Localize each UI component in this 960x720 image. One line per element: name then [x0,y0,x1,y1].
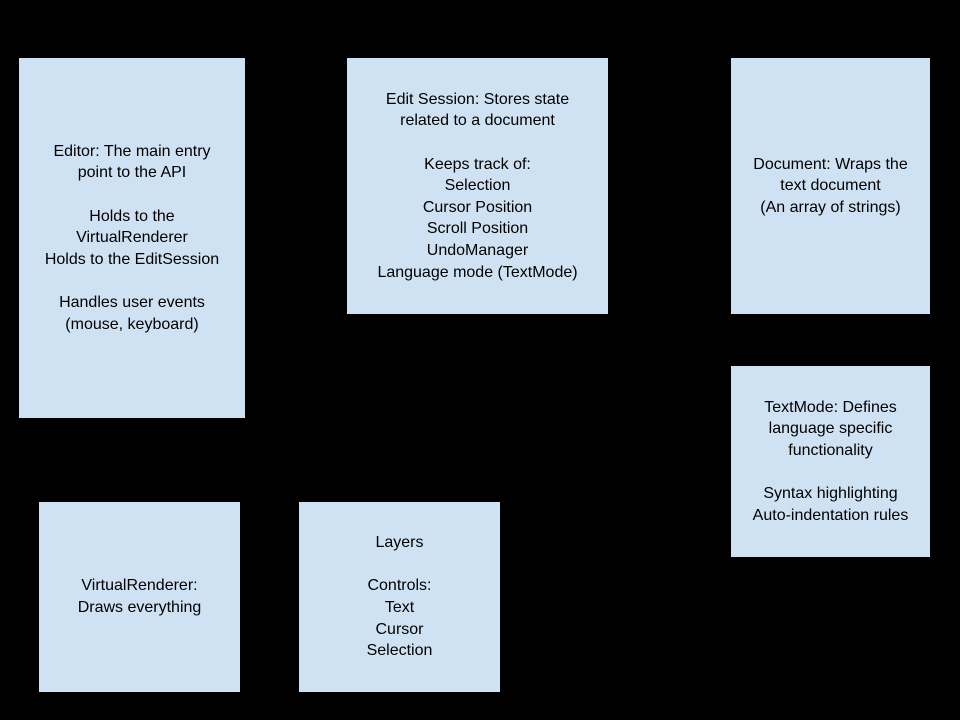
diagram-node-editor: Editor: The main entry point to the API … [18,57,246,419]
diagram-node-document-label: Document: Wraps the text document (An ar… [753,155,908,216]
diagram-node-virtualrenderer: VirtualRenderer: Draws everything [38,501,241,693]
diagram-node-document: Document: Wraps the text document (An ar… [730,57,931,315]
diagram-node-textmode: TextMode: Defines language specific func… [730,365,931,558]
diagram-node-edit-session: Edit Session: Stores state related to a … [346,57,609,315]
diagram-node-layers-label: Layers Controls: Text Cursor Selection [366,534,433,660]
diagram-node-layers: Layers Controls: Text Cursor Selection [298,501,501,693]
diagram-node-edit-session-label: Edit Session: Stores state related to a … [377,90,578,281]
diagram-node-textmode-label: TextMode: Defines language specific func… [752,398,909,524]
diagram-node-virtualrenderer-label: VirtualRenderer: Draws everything [77,577,202,616]
diagram-node-editor-label: Editor: The main entry point to the API … [44,142,220,333]
